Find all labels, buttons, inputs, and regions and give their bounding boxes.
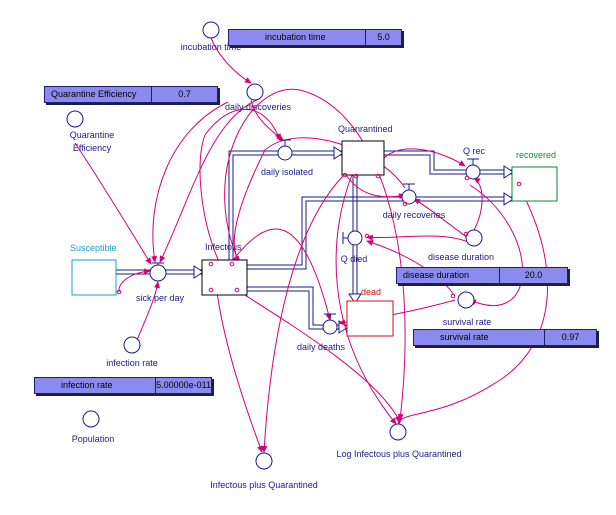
- survival-rate-panel-name: survival rate: [414, 330, 545, 345]
- quarantined-label: Quanrantined: [338, 124, 393, 134]
- survival-rate-panel[interactable]: survival rate 0.97: [413, 329, 597, 346]
- sick-per-day-valve[interactable]: [149, 262, 167, 282]
- incubation-time-label: incubation time: [180, 42, 242, 52]
- infection-rate-node[interactable]: [123, 336, 141, 354]
- disease-duration-label: disease duration: [427, 252, 495, 262]
- q-rec-label: Q rec: [462, 146, 486, 156]
- recovered-label: recovered: [516, 150, 557, 160]
- daily-discoveries-node[interactable]: [246, 83, 264, 101]
- flow-arrowheads: [193, 146, 514, 334]
- disease-duration-panel-value: 20.0: [524, 270, 543, 280]
- log-infectous-plus-quarantined-node[interactable]: [389, 423, 407, 441]
- quarantine-efficiency-panel[interactable]: Quarantine Efficiency 0.7: [44, 86, 218, 103]
- disease-duration-panel-name: disease duration: [397, 268, 500, 283]
- survival-rate-panel-value: 0.97: [561, 332, 580, 342]
- infection-rate-panel-value: 5.00000e-011: [156, 380, 211, 390]
- population-label: Population: [71, 434, 115, 444]
- quarantined-stock[interactable]: [341, 140, 385, 176]
- incubation-time-panel-name: incubation time: [229, 30, 366, 45]
- q-died-label: Q died: [340, 254, 368, 264]
- q-died-valve[interactable]: [342, 230, 363, 246]
- connector-endpoints: [116, 172, 522, 299]
- daily-deaths-label: daily deaths: [296, 342, 346, 352]
- dead-label: dead: [361, 287, 382, 297]
- susceptible-stock[interactable]: [71, 259, 117, 296]
- daily-isolated-valve[interactable]: [277, 139, 293, 161]
- dead-stock[interactable]: [346, 300, 394, 337]
- infectous-plus-quarantined-node[interactable]: [255, 452, 273, 470]
- susceptible-label: Susceptible: [70, 243, 117, 253]
- flow-pipes: [116, 150, 512, 330]
- disease-duration-node[interactable]: [465, 229, 483, 247]
- incubation-time-panel[interactable]: incubation time 5.0: [228, 29, 402, 46]
- population-node[interactable]: [82, 410, 100, 428]
- quarantine-efficiency-label: Quarantine Efficiency: [69, 130, 115, 153]
- infectous-plus-quarantined-label: Infectous plus Quarantined: [210, 480, 318, 490]
- daily-isolated-label: daily isolated: [260, 167, 314, 177]
- infection-rate-panel-name: infection rate: [35, 378, 157, 393]
- incubation-time-panel-value: 5.0: [377, 32, 390, 42]
- survival-rate-label: survival rate: [442, 317, 492, 327]
- daily-deaths-valve[interactable]: [322, 313, 338, 335]
- incubation-time-node[interactable]: [202, 21, 220, 39]
- daily-recoveries-label: daily recoveries: [382, 210, 446, 220]
- recovered-stock[interactable]: [511, 166, 558, 202]
- infectous-label: Infectous: [205, 242, 242, 252]
- quarantine-efficiency-panel-name: Quarantine Efficiency: [45, 87, 152, 102]
- daily-recoveries-valve[interactable]: [401, 183, 417, 205]
- q-rec-valve[interactable]: [465, 158, 481, 180]
- daily-discoveries-label: daily discoveries: [224, 102, 292, 112]
- infection-rate-label: infection rate: [106, 358, 158, 368]
- infection-rate-panel[interactable]: infection rate 5.00000e-011: [34, 377, 212, 394]
- log-infectous-plus-quarantined-label: Log Infectous plus Quarantined: [336, 449, 462, 459]
- sick-per-day-label: sick per day: [135, 293, 185, 303]
- quarantine-efficiency-node[interactable]: [66, 110, 84, 128]
- quarantine-efficiency-panel-value: 0.7: [178, 89, 191, 99]
- disease-duration-panel[interactable]: disease duration 20.0: [396, 267, 568, 284]
- survival-rate-node[interactable]: [457, 291, 475, 309]
